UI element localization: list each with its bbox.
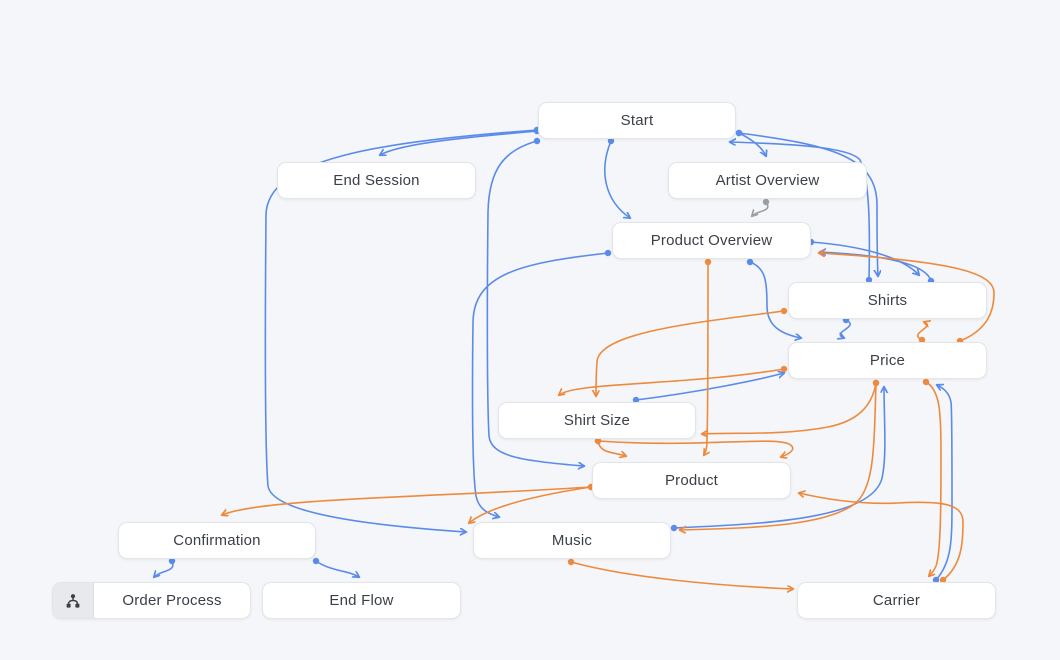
node-label: Carrier	[872, 592, 921, 609]
edge-source-dot	[865, 276, 873, 284]
node-label: Product	[664, 472, 719, 489]
edge-shirt-size-to-product[interactable]	[597, 440, 794, 457]
workflow-icon	[53, 583, 94, 618]
edge-price-to-music[interactable]	[680, 382, 877, 530]
node-label: Music	[551, 532, 593, 549]
edge-shirt-size-to-price[interactable]	[635, 373, 784, 401]
node-artist-overview[interactable]: Artist Overview	[668, 162, 867, 199]
edge-source-dot	[922, 378, 930, 386]
edge-source-dot	[780, 307, 788, 315]
node-label: Price	[869, 352, 906, 369]
edge-product-overview-to-shirts[interactable]	[810, 241, 919, 275]
node-label: Start	[620, 112, 654, 129]
node-start[interactable]: Start	[538, 102, 736, 139]
node-shirt-size[interactable]: Shirt Size	[498, 402, 696, 439]
edge-source-dot	[607, 137, 615, 145]
edge-source-dot	[939, 576, 947, 584]
edge-carrier-to-price[interactable]	[935, 385, 953, 581]
edge-music-to-carrier[interactable]	[570, 561, 793, 589]
edge-product-to-music[interactable]	[469, 486, 592, 523]
node-label: Product Overview	[650, 232, 773, 249]
edge-product-overview-to-music[interactable]	[471, 252, 609, 517]
edge-price-to-shirt-size[interactable]	[702, 382, 877, 434]
node-order-process[interactable]: Order Process	[52, 582, 251, 619]
edge-price-to-carrier[interactable]	[925, 381, 942, 576]
edge-music-to-price[interactable]	[673, 387, 885, 529]
edge-source-dot	[735, 129, 743, 137]
edge-source-dot	[533, 137, 541, 145]
node-label: Artist Overview	[715, 172, 820, 189]
node-shirts[interactable]: Shirts	[788, 282, 987, 319]
edge-shirt-size-to-product[interactable]	[597, 440, 626, 456]
edge-source-dot	[762, 198, 770, 206]
edge-source-dot	[872, 379, 880, 387]
node-label: Shirts	[867, 292, 908, 309]
node-label: End Flow	[329, 592, 394, 609]
node-product-overview[interactable]: Product Overview	[612, 222, 811, 259]
edge-product-overview-to-price[interactable]	[749, 261, 801, 338]
edge-source-dot	[780, 365, 788, 373]
edge-price-to-shirt-size[interactable]	[559, 368, 785, 395]
edge-source-dot	[312, 557, 320, 565]
edge-start-to-end-session[interactable]	[380, 130, 538, 155]
node-confirmation[interactable]: Confirmation	[118, 522, 316, 559]
node-carrier[interactable]: Carrier	[797, 582, 996, 619]
node-end-session[interactable]: End Session	[277, 162, 476, 199]
edge-shirts-to-shirt-size[interactable]	[596, 310, 785, 396]
edge-source-dot	[704, 258, 712, 266]
edge-start-to-product-overview[interactable]	[604, 140, 630, 218]
edge-source-dot	[594, 437, 602, 445]
edge-price-to-product-overview[interactable]	[819, 253, 995, 342]
node-end-flow[interactable]: End Flow	[262, 582, 461, 619]
edge-source-dot	[567, 558, 575, 566]
node-label: Confirmation	[173, 532, 261, 549]
edge-carrier-to-product[interactable]	[799, 493, 964, 581]
node-music[interactable]: Music	[473, 522, 671, 559]
node-price[interactable]: Price	[788, 342, 987, 379]
node-label: Shirt Size	[563, 412, 631, 429]
edge-source-dot	[604, 249, 612, 257]
edge-product-overview-to-product[interactable]	[704, 261, 708, 455]
node-label: Order Process	[122, 592, 222, 609]
edge-source-dot	[918, 336, 926, 344]
edge-confirmation-to-end-flow[interactable]	[315, 560, 359, 577]
edge-start-to-product[interactable]	[486, 140, 584, 466]
edge-source-dot	[632, 396, 640, 404]
node-product[interactable]: Product	[592, 462, 791, 499]
edge-source-dot	[746, 258, 754, 266]
edge-source-dot	[168, 557, 176, 565]
edge-start-to-shirts[interactable]	[738, 132, 878, 276]
edge-source-dot	[670, 524, 678, 532]
edge-start-to-music[interactable]	[264, 129, 538, 532]
edge-source-dot	[932, 576, 940, 584]
edge-shirts-to-product-overview[interactable]	[820, 252, 932, 282]
edge-shirts-to-start[interactable]	[730, 142, 871, 281]
edge-product-to-confirmation[interactable]	[222, 486, 592, 515]
node-label: End Session	[333, 172, 420, 189]
